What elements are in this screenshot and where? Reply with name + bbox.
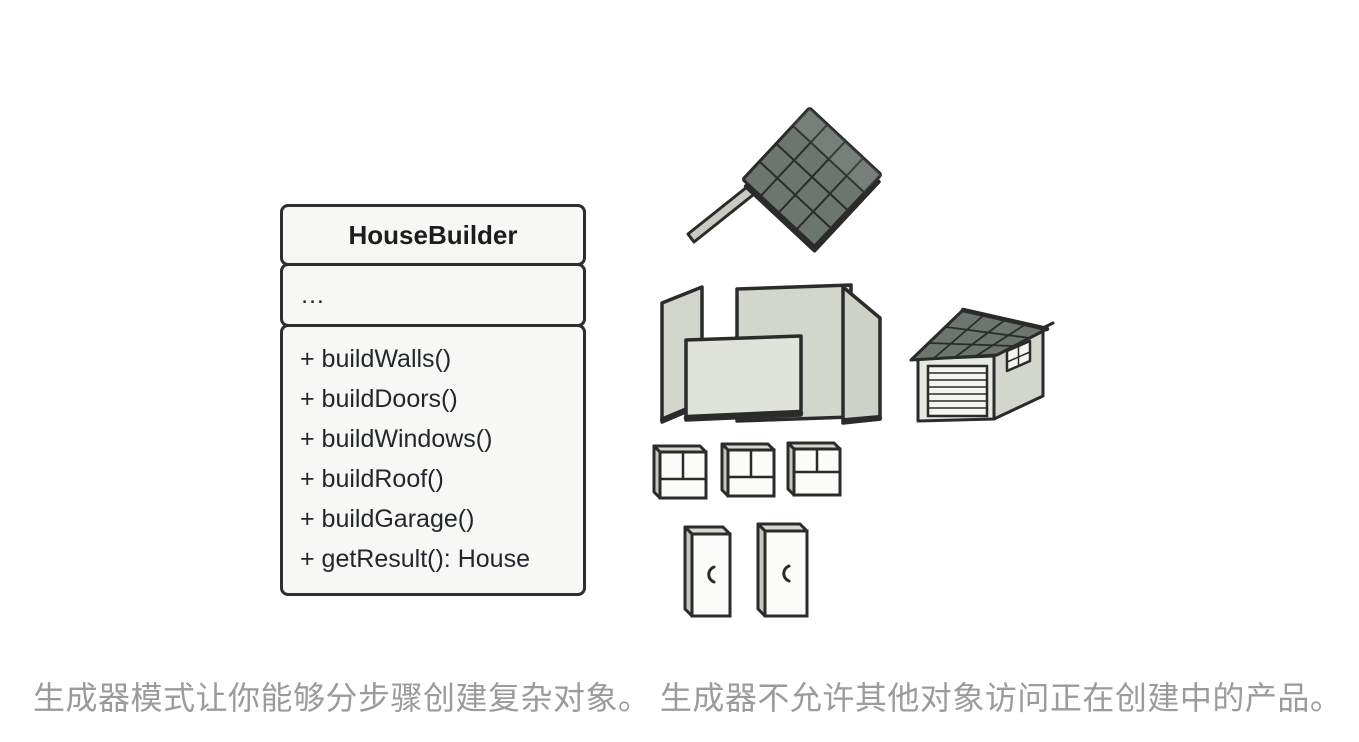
doors-illustration [683, 522, 809, 618]
window-3 [786, 441, 842, 497]
windows-illustration [652, 441, 842, 500]
walls-illustration [660, 283, 882, 425]
door-1 [683, 525, 732, 618]
method-get-result: + getResult(): House [300, 545, 530, 573]
figure-caption: 生成器模式让你能够分步骤创建复杂对象。 生成器不允许其他对象访问正在创建中的产品… [33, 680, 1343, 716]
door-handle-icon [707, 565, 716, 584]
method-build-roof: + buildRoof() [300, 465, 444, 493]
window-2 [720, 442, 776, 498]
housebuilder-class-box: HouseBuilder … + buildWalls() + buildDoo… [280, 204, 586, 596]
class-methods-list: + buildWalls() + buildDoors() + buildWin… [280, 324, 586, 596]
method-build-garage: + buildGarage() [300, 505, 475, 533]
garage-illustration [909, 307, 1055, 423]
method-build-windows: + buildWindows() [300, 425, 493, 453]
window-1 [652, 444, 708, 500]
roof-illustration [686, 107, 882, 253]
class-title: HouseBuilder [280, 204, 586, 266]
method-build-walls: + buildWalls() [300, 345, 452, 373]
class-fields-placeholder: … [280, 263, 586, 327]
method-build-doors: + buildDoors() [300, 385, 458, 413]
door-handle-icon [782, 564, 791, 583]
door-2 [756, 522, 809, 618]
